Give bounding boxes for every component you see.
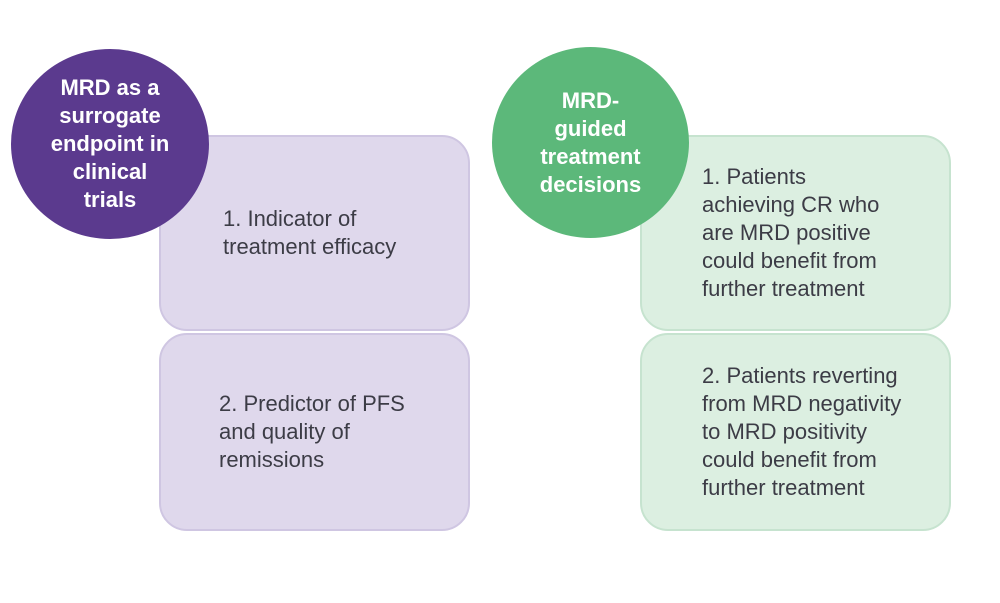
right-card-2: 2. Patients reverting from MRD negativit… (640, 333, 951, 531)
right-card-2-text: 2. Patients reverting from MRD negativit… (702, 363, 902, 500)
left-card-2-text: 2. Predictor of PFS and quality of remis… (219, 391, 405, 472)
right-card-1: 1. Patients achieving CR who are MRD pos… (640, 135, 951, 331)
right-circle-label: MRD- guided treatment decisions (492, 47, 689, 238)
left-card-2: 2. Predictor of PFS and quality of remis… (159, 333, 470, 531)
left-circle-label: MRD as a surrogate endpoint in clinical … (11, 49, 209, 239)
left-card-1-text: 1. Indicator of treatment efficacy (223, 206, 397, 259)
right-card-1-text: 1. Patients achieving CR who are MRD pos… (702, 164, 880, 301)
left-card-1: 1. Indicator of treatment efficacy (159, 135, 470, 331)
